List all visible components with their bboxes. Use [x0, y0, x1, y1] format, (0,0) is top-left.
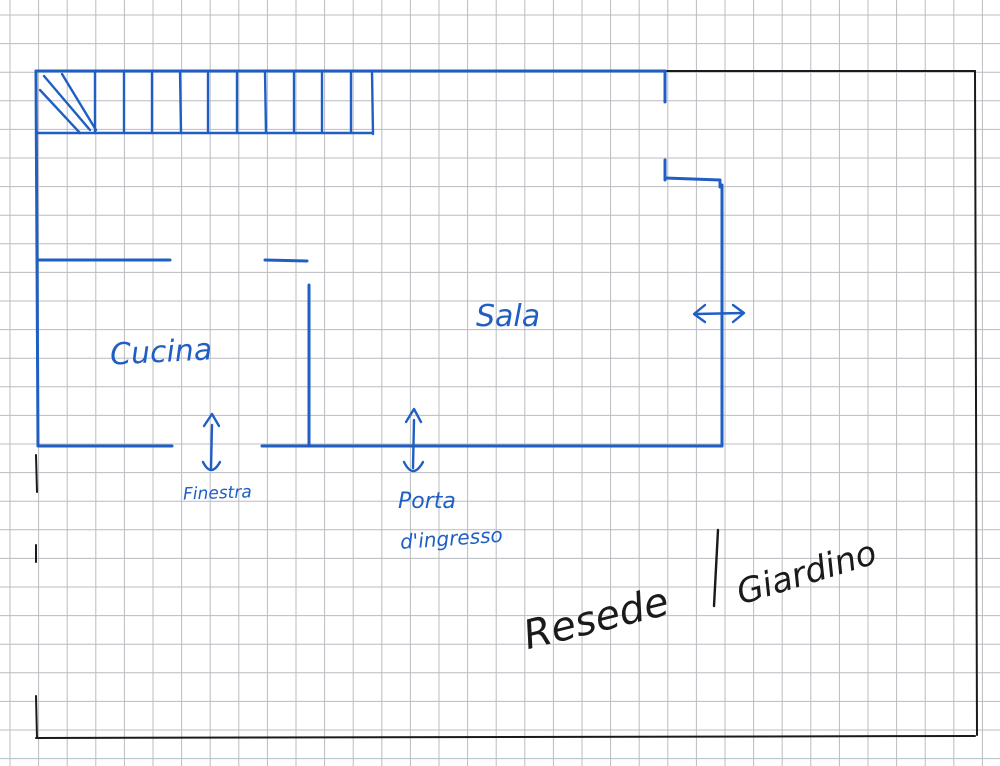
- wall-left: [34, 69, 40, 448]
- entrance-arrow-icon: [402, 407, 425, 473]
- stair-tread: [263, 69, 268, 135]
- label-porta: Porta: [398, 489, 456, 514]
- stair-winder: [60, 72, 98, 132]
- lot-boundary-bottom: [35, 735, 976, 739]
- stair-winder: [38, 88, 82, 135]
- side-door-arrow-icon: [692, 303, 746, 324]
- lot-boundary-right: [974, 70, 978, 736]
- label-separator-slash: [712, 528, 720, 608]
- lot-boundary-left-dash-1: [35, 454, 38, 493]
- wall-right-top-stub: [663, 176, 722, 189]
- label-cucina: Cucina: [109, 332, 213, 372]
- label-sala: Sala: [476, 299, 540, 334]
- stair-tread: [178, 69, 183, 135]
- window-arrow-icon: [201, 412, 222, 472]
- lot-boundary: [35, 70, 978, 739]
- staircase: [34, 69, 375, 136]
- lot-boundary-left-dash-3: [35, 695, 38, 739]
- stair-winder: [42, 74, 92, 132]
- stair-right-edge: [370, 69, 375, 136]
- kitchen-wall-upper-right: [263, 258, 309, 263]
- label-finestra: Finestra: [183, 482, 252, 504]
